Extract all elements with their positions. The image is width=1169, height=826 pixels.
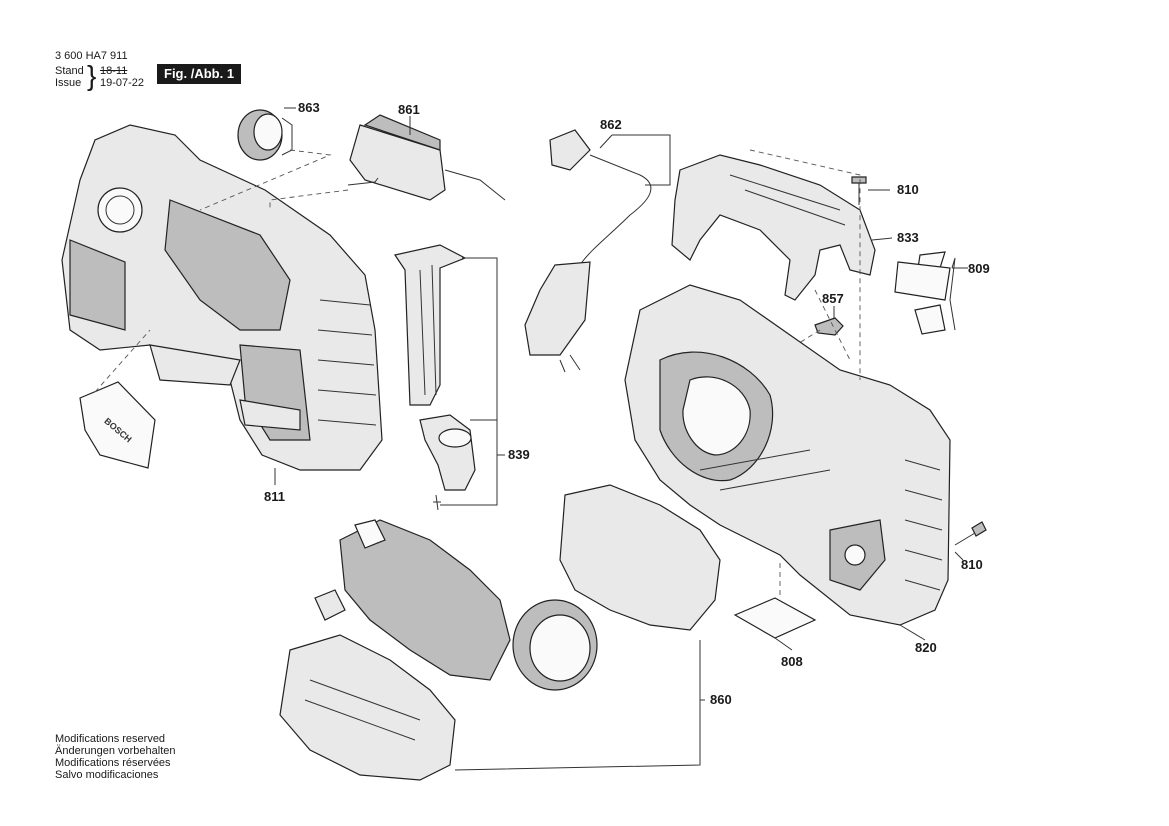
rating-label-part	[733, 597, 817, 639]
label-set-part	[894, 251, 951, 335]
footer-line-fr: Modifications réservées	[55, 757, 171, 769]
callout-833: 833	[897, 230, 919, 245]
footer-line-es: Salvo modificaciones	[55, 769, 159, 781]
handle-frame-part	[671, 154, 876, 301]
footer-notice: Modifications reserved Änderungen vorbeh…	[55, 733, 175, 781]
screw-top-part	[851, 176, 867, 205]
stand-date: 18-11	[100, 65, 128, 77]
footer-line-de: Änderungen vorbehalten	[55, 745, 176, 757]
hose-holder-part	[394, 244, 476, 511]
bosch-label-sticker: BOSCH	[79, 381, 156, 469]
callout-820: 820	[915, 640, 937, 655]
footer-line-en: Modifications reserved	[55, 733, 166, 745]
callout-861: 861	[398, 102, 420, 117]
front-housing-part	[61, 124, 383, 471]
switch-part	[347, 114, 506, 201]
issue-label: Issue	[55, 77, 82, 89]
callout-862: 862	[600, 117, 622, 132]
callout-808: 808	[781, 654, 803, 669]
plug-part	[524, 129, 652, 373]
callout-809: 809	[968, 261, 990, 276]
screw-side-part	[954, 521, 987, 546]
callout-810-side: 810	[961, 557, 983, 572]
stand-label: Stand	[55, 65, 84, 77]
callout-810-top: 810	[897, 182, 919, 197]
issue-date: 19-07-22	[100, 77, 145, 89]
callout-839: 839	[508, 447, 530, 462]
rear-housing-part	[624, 284, 951, 626]
callout-863: 863	[298, 100, 320, 115]
callout-811: 811	[264, 489, 285, 504]
small-clip-part	[814, 317, 844, 336]
callout-857: 857	[822, 291, 844, 306]
knob-part	[237, 109, 293, 161]
brace-symbol: }	[87, 60, 97, 91]
callout-860: 860	[710, 692, 732, 707]
motor-pump-assembly-part	[279, 484, 721, 781]
part-number: 3 600 HA7 911	[55, 50, 128, 62]
figure-badge: Fig. /Abb. 1	[157, 64, 242, 84]
